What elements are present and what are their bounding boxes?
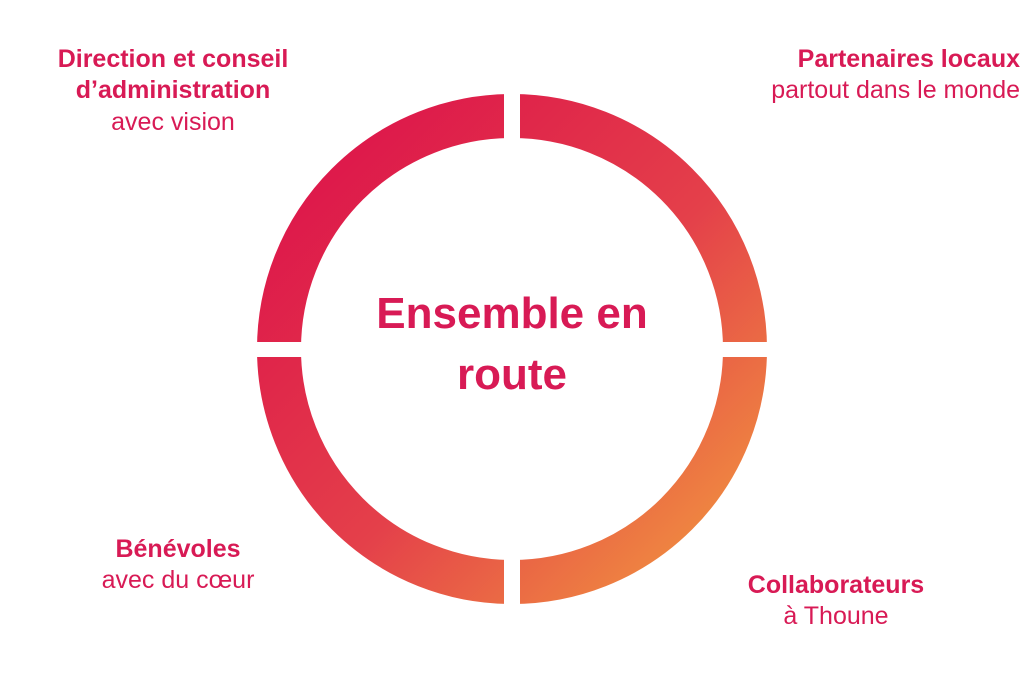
ring-band (257, 94, 767, 604)
segment-title-line: Bénévoles (115, 535, 241, 563)
segment-title-line: d’administration (75, 76, 271, 105)
center-title: Ensemble en route (362, 284, 662, 405)
center-title-line-2: route (457, 349, 567, 399)
segment-title-line: Partenaires locaux (797, 45, 1020, 73)
segment-title-line: Direction et conseil (57, 45, 289, 73)
segment-title-line: Collaborateurs (747, 571, 925, 599)
segment-label-volunteers: Bénévoles avec du cœur (60, 534, 296, 597)
segment-label-direction: Direction et conseil d’administration av… (28, 44, 318, 138)
segment-subtitle: avec du cœur (101, 566, 255, 595)
segment-label-staff: Collaborateurs à Thoune (724, 570, 948, 633)
segment-label-partners: Partenaires locaux partout dans le monde (704, 44, 1020, 107)
segment-subtitle: partout dans le monde (771, 76, 1020, 105)
segment-subtitle: à Thoune (783, 602, 889, 631)
center-title-line-1: Ensemble en (376, 289, 648, 338)
segment-subtitle: avec vision (111, 107, 235, 136)
